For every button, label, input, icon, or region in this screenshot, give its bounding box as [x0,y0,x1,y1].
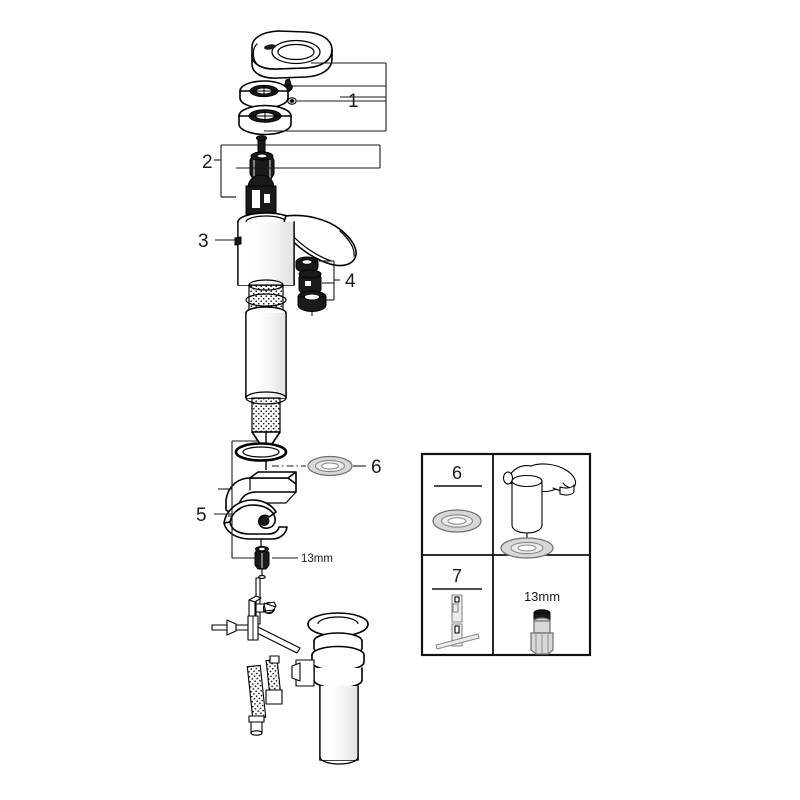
inset-annotation-13mm: 13mm [524,589,560,604]
inset-cell-6-number: 6 [432,463,482,533]
callout-label-3: 3 [198,231,209,252]
part-mousseur-insert [298,269,322,295]
leader-callout-1 [264,62,387,132]
annotation-13mm-main: 13mm [301,553,333,565]
part-pop-up-waste-drain [291,612,369,765]
callout-label-6: 6 [371,457,382,478]
part-base-o-ring [234,442,288,462]
part-cartridge-retaining-nut [249,151,275,180]
part-handle-cap-upper [239,80,289,109]
part-aerator-housing-ring [297,290,327,316]
callout-label-2: 2 [202,152,213,173]
part-sealing-washer [307,455,353,477]
inset-cell-7-number: 7 [432,566,482,650]
part-pivot-lever-linkage [211,601,301,654]
part-lever-handle [251,30,333,79]
part-set-screw [287,97,297,105]
part-clamp-plate [223,499,288,547]
inset-cell-6-illustration [500,463,577,559]
callout-label-5: 5 [196,505,207,526]
part-mixer-body-spout [234,212,357,470]
part-flexible-connection-hose [246,655,283,736]
inset-label-6: 6 [452,463,462,483]
callout-label-4: 4 [345,271,356,292]
inset-panel: 6 7 [420,452,592,657]
inset-cell-7-illustration: 13mm [524,589,560,655]
inset-label-7: 7 [452,566,462,586]
part-handle-cap-lower [238,104,292,136]
leader-callout-5 [214,440,258,559]
callout-label-1: 1 [348,91,359,112]
leader-callout-2 [214,144,381,198]
part-fixing-nut-13mm [254,545,270,579]
part-cartridge-stem [256,135,267,153]
leader-callout-4 [319,260,340,301]
